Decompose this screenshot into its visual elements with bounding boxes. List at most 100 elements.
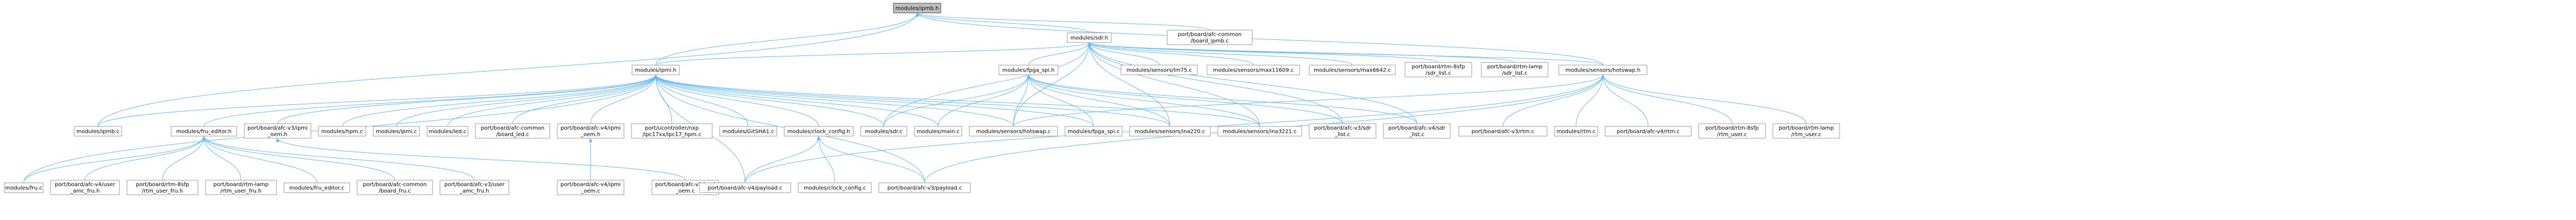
file-node[interactable]: port/board/afc-common/board_led.c [475,123,550,139]
dependency-edge [915,12,1603,66]
dependency-edge [202,136,317,183]
root-file-node[interactable]: modules/ipmb.h [893,3,941,13]
file-node[interactable]: modules/clock_config.c [798,182,872,193]
node-label: port/board/afc-v3/sdr [1314,125,1372,131]
file-node[interactable]: port/board/rtm-lamp/sdr_list.c [1481,62,1549,77]
file-node[interactable]: port/board/rtm-8sfp/rtm_user_fru.h [126,180,198,195]
file-node[interactable]: port/board/afc-v4/ipmi_oem.c [557,180,625,195]
file-node[interactable]: port/board/afc-v4/ipmi_oem.h [557,123,625,139]
file-node[interactable]: modules/fru.c [4,182,44,193]
node-label: modules/sensors/hotswap.h [1565,68,1641,74]
dependency-edge [1601,74,1733,124]
node-label: modules/GitSHA1.c [722,129,774,135]
node-label: port/board/afc-v3/ipmi [655,182,715,188]
file-node[interactable]: modules/ipmi.c [373,126,420,137]
node-layer: modules/ipmb.h modules/sdr.h port/board/af… [4,3,1840,195]
node-box [74,126,122,137]
node-box [318,126,366,137]
dependency-edge [817,136,925,183]
file-node[interactable]: modules/sensors/max6642.c [1309,65,1396,75]
node-label: modules/fpga_spi.c [1068,129,1119,135]
file-node[interactable]: port/board/afc-common/board_ipmb.c [1167,30,1253,45]
node-label: port/board/rtm-lamp [214,182,269,188]
file-node[interactable]: modules/fpga_spi.c [1065,126,1123,137]
node-label: port/board/afc-v3/user [444,182,505,188]
node-label: modules/led.c [429,129,466,135]
dependency-edge [654,74,749,127]
file-node[interactable]: port/board/afc-v3/rtm.c [1458,126,1548,137]
file-node[interactable]: port/board/afc-v4/user_amc_fru.h [50,180,120,195]
file-node[interactable]: port/board/afc-v3/payload.c [878,182,971,193]
node-label: modules/sensors/hotswap.c [976,129,1051,135]
file-node[interactable]: port/board/afc-v3/ipmi_oem.h [244,123,311,139]
file-node[interactable]: modules/sdr.c [860,126,907,137]
node-box [1698,123,1766,139]
node-box [798,182,872,193]
dependency-edge [915,12,1090,33]
file-node[interactable]: modules/sensors/ina220.c [1129,126,1211,137]
file-node[interactable]: modules/GitSHA1.c [719,126,777,137]
file-node[interactable]: modules/sdr.h [1067,32,1112,43]
file-node[interactable]: modules/sensors/hotswap.h [1558,65,1648,75]
dependency-edge [1026,74,1260,127]
file-node[interactable]: modules/fpga_spi.h [998,65,1059,75]
node-box [373,126,420,137]
file-node[interactable]: port/ucontroller/nxp/lpc17xx/lpc17_hpm.c [631,123,713,139]
node-box [126,180,198,195]
file-node[interactable]: modules/sensors/ina3221.c [1217,126,1302,137]
node-label: port/board/afc-v4/user [55,182,116,188]
dependency-edge [1087,42,1353,66]
node-box [1067,32,1112,43]
dependency-edge [1013,74,1605,127]
node-label: port/board/afc-common [481,125,544,131]
node-label: port/board/afc-v4/ipmi [560,125,621,131]
file-node[interactable]: modules/fru_editor.c [283,182,350,193]
node-label: port/board/afc-common [1178,32,1241,38]
node-label: /rtm_user_fru.h [221,188,261,194]
file-node[interactable]: modules/ipmi.h [631,65,680,75]
dependency-edge [744,136,821,183]
node-label: port/board/afc-v3/ipmi [247,125,308,131]
file-node[interactable]: port/board/afc-v4/payload.c [699,182,791,193]
dependency-edge [654,74,939,127]
node-box [1383,123,1451,139]
file-node[interactable]: port/board/rtm-8sfp/sdr_list.c [1404,62,1472,77]
node-label: modules/ipmb.c [76,129,119,135]
node-label: port/board/rtm-lamp [1487,64,1543,70]
file-node[interactable]: modules/hpm.c [318,126,366,137]
file-node[interactable]: modules/rtm.c [1554,126,1598,137]
node-box [244,123,311,139]
node-label: port/ucontroller/nxp [645,125,699,131]
node-box [784,126,854,137]
file-node[interactable]: port/board/afc-common/board_fru.c [357,180,433,195]
file-node[interactable]: modules/sensors/hotswap.c [969,126,1058,137]
node-box [631,65,680,75]
node-label: /lpc17xx/lpc17_hpm.c [642,132,701,138]
file-node[interactable]: modules/ipmb.c [74,126,122,137]
dependency-edge [1028,42,1091,66]
file-node[interactable]: modules/sensors/max11609.c [1207,65,1300,75]
file-node[interactable]: modules/clock_config.h [784,126,854,137]
dependency-edge [202,136,395,181]
node-box [998,65,1059,75]
node-label: port/board/afc-common [363,182,427,188]
file-node[interactable]: port/board/afc-v3/user_amc_fru.h [439,180,509,195]
file-node[interactable]: port/board/rtm-lamp/rtm_user_fru.h [205,180,277,195]
node-box [205,180,277,195]
file-node[interactable]: modules/main.c [914,126,962,137]
node-label: modules/sensors/ina3221.c [1223,129,1296,135]
file-node[interactable]: port/board/rtm-8sfp/rtm_user.c [1698,123,1766,139]
node-label: modules/rtm.c [1557,129,1596,135]
file-node[interactable]: port/board/afc-v4/rtm.c [1605,126,1692,137]
file-node[interactable]: port/board/afc-v4/sdr_list.c [1383,123,1451,139]
node-box [1207,65,1300,75]
file-node[interactable]: modules/led.c [427,126,469,137]
file-node[interactable]: port/board/rtm-lamp/rtm_user.c [1772,123,1840,139]
file-node[interactable]: modules/sensors/lm75.c [1120,65,1198,75]
file-node[interactable]: modules/fru_editor.h [171,126,237,137]
file-node[interactable]: port/board/afc-v3/sdr_list.c [1309,123,1376,139]
node-label: _oem.c [580,188,600,194]
node-label: modules/sensors/lm75.c [1126,68,1192,74]
node-label: /board_led.c [496,132,529,138]
